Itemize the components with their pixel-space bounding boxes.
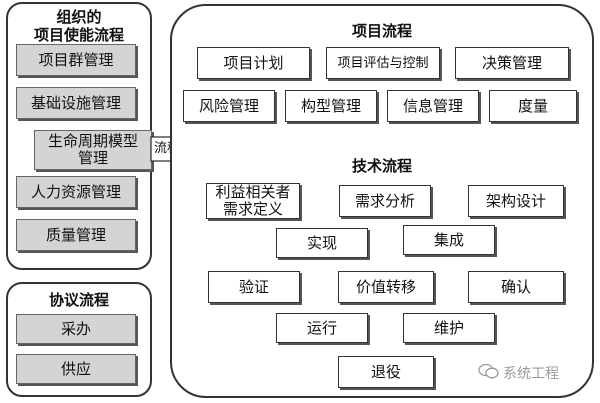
stakeholder-requirements-box: 利益相关者需求定义	[206, 183, 300, 219]
quality-management-box: 质量管理	[16, 219, 136, 251]
agreement-processes-title: 协议流程	[48, 291, 109, 309]
program-management-box: 项目群管理	[16, 44, 136, 76]
infrastructure-management-box: 基础设施管理	[16, 87, 136, 119]
decision-management-box: 决策管理	[455, 47, 569, 79]
architecture-design-box: 架构设计	[468, 185, 564, 217]
measurement-box: 度量	[489, 90, 577, 122]
risk-management-box: 风险管理	[183, 90, 275, 122]
wechat-icon	[478, 363, 499, 379]
maintenance-box: 维护	[403, 313, 495, 343]
organizational-processes-title-line2: 项目使能流程	[33, 26, 124, 44]
requirements-analysis-box: 需求分析	[339, 185, 431, 217]
organizational-processes-title-line1: 组织的	[56, 8, 102, 26]
acquisition-box: 采办	[16, 314, 136, 344]
operation-box: 运行	[276, 313, 368, 343]
implementation-box: 实现	[276, 228, 368, 258]
information-management-box: 信息管理	[387, 90, 479, 122]
supply-box: 供应	[16, 354, 136, 384]
verification-box: 验证	[208, 271, 300, 303]
technical-processes-title: 技术流程	[351, 157, 412, 175]
disposal-box: 退役	[338, 356, 434, 388]
integration-box: 集成	[403, 225, 495, 255]
configuration-management-box: 构型管理	[285, 90, 377, 122]
transition-box: 价值转移	[338, 271, 434, 303]
lifecycle-model-management-box: 生命周期模型管理	[34, 130, 152, 170]
project-assessment-control-box: 项目评估与控制	[326, 47, 440, 79]
human-resource-management-box: 人力资源管理	[16, 176, 136, 208]
project-planning-box: 项目计划	[197, 47, 310, 79]
validation-box: 确认	[468, 271, 564, 303]
project-processes-title: 项目流程	[351, 22, 412, 40]
stakeholder-requirements-label: 利益相关者需求定义	[215, 183, 291, 218]
lifecycle-model-management-label: 生命周期模型管理	[47, 132, 138, 167]
watermark-text: 系统工程	[503, 366, 559, 382]
